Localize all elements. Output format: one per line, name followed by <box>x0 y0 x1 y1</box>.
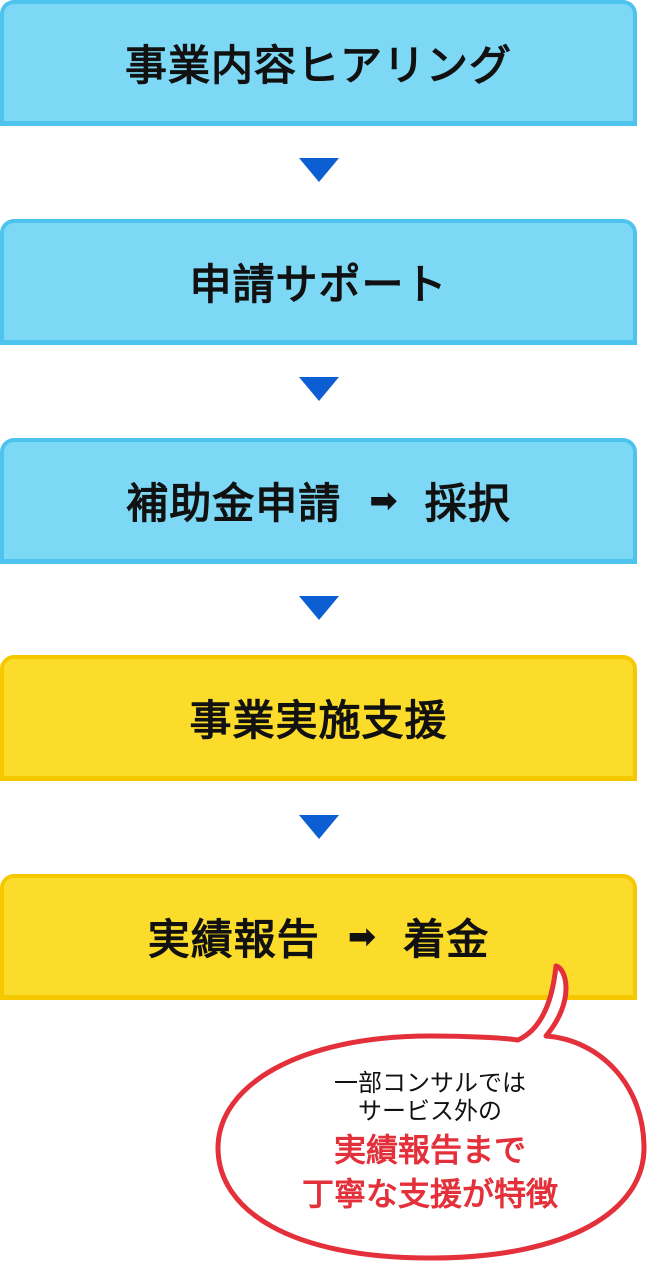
callout-highlight-2: 丁寧な支援が特徴 <box>301 1175 558 1213</box>
step-3-label-left: 補助金申請 <box>126 479 342 528</box>
right-arrow-icon: ➡ <box>347 916 378 957</box>
step-5-label-right: 着金 <box>403 915 490 964</box>
step-2-label: 申請サポート <box>189 260 448 309</box>
down-arrow-2-icon <box>299 377 339 401</box>
step-5-box: 実績報告 ➡ 着金 <box>0 874 637 1000</box>
down-arrow-3-icon <box>299 596 339 620</box>
callout-line-1: 一部コンサルでは <box>334 1069 526 1097</box>
step-4-box: 事業実施支援 <box>0 655 637 781</box>
callout-highlight-1: 実績報告まで <box>333 1131 526 1169</box>
step-3-box: 補助金申請 ➡ 採択 <box>0 438 637 564</box>
step-2-box: 申請サポート <box>0 219 637 345</box>
step-4-label: 事業実施支援 <box>189 696 448 745</box>
step-1-box: 事業内容ヒアリング <box>0 0 637 126</box>
down-arrow-4-icon <box>299 815 339 839</box>
down-arrow-1-icon <box>299 158 339 182</box>
step-1-label: 事業内容ヒアリング <box>124 41 512 90</box>
speech-bubble-outline <box>215 963 647 1261</box>
callout-line-2: サービス外の <box>358 1097 502 1125</box>
step-5-label-left: 実績報告 <box>147 915 320 964</box>
right-arrow-icon: ➡ <box>369 480 399 521</box>
step-3-label-right: 採択 <box>424 479 511 528</box>
